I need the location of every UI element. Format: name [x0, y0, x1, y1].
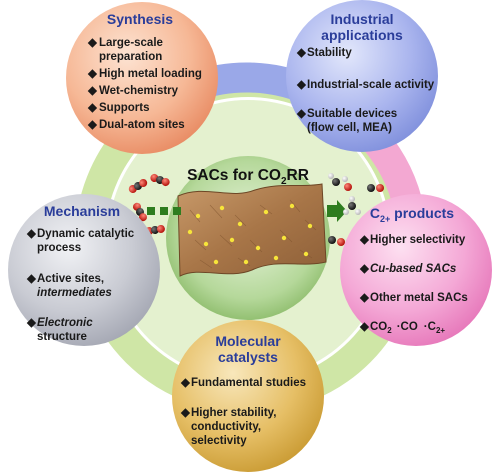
synthesis-item: Dual-atom sites — [99, 119, 185, 131]
molecular-item: selectivity — [191, 435, 247, 447]
mechanism-item: Electronic — [37, 317, 93, 329]
synthesis-item: Large-scale — [99, 37, 163, 49]
co2-molecule-icon — [128, 173, 170, 236]
industrial-title-line1: Industrial — [330, 11, 393, 27]
synthesis-item: Wet-chemistry — [99, 85, 179, 97]
mechanism-title: Mechanism — [44, 203, 120, 219]
mechanism-item: intermediates — [37, 287, 112, 299]
industrial-item: (flow cell, MEA) — [307, 122, 392, 134]
c2-products-bubble: C2+ products ◆Higher selectivity ◆Cu-bas… — [340, 194, 492, 346]
molecular-title-line2: catalysts — [218, 349, 278, 365]
molecular-item: Higher stability, — [191, 407, 276, 419]
c2-item: Cu-based SACs — [370, 263, 456, 275]
diamond-bullet-icon: ◆ — [296, 79, 307, 91]
catalyst-particle-icon — [187, 203, 313, 265]
molecular-bubble: Molecular catalysts ◆Fundamental studies… — [172, 320, 324, 472]
diamond-bullet-icon: ◆ — [359, 263, 370, 275]
catalyst-sheet — [177, 183, 327, 277]
diamond-bullet-icon: ◆ — [87, 85, 98, 97]
industrial-title-line2: applications — [321, 27, 403, 43]
diamond-bullet-icon: ◆ — [359, 234, 370, 246]
industrial-item: Suitable devices — [307, 108, 397, 120]
diamond-bullet-icon: ◆ — [87, 68, 98, 80]
synthesis-item: Supports — [99, 102, 149, 114]
diamond-bullet-icon: ◆ — [26, 273, 37, 285]
diamond-bullet-icon: ◆ — [26, 228, 37, 240]
industrial-item: Stability — [307, 47, 352, 59]
center-title: SACs for CO2RR — [187, 167, 309, 187]
synthesis-title: Synthesis — [107, 11, 173, 27]
diamond-bullet-icon: ◆ — [296, 108, 307, 120]
mechanism-item: Dynamic catalytic — [37, 228, 135, 240]
diamond-bullet-icon: ◆ — [87, 119, 98, 131]
diamond-bullet-icon: ◆ — [296, 47, 307, 59]
diamond-bullet-icon: ◆ — [180, 377, 191, 389]
synthesis-item: High metal loading — [99, 68, 202, 80]
center-hub: SACs for CO2RR — [166, 156, 330, 320]
diamond-bullet-icon: ◆ — [359, 292, 370, 304]
c2-item: Other metal SACs — [370, 292, 468, 304]
diamond-bullet-icon: ◆ — [180, 407, 191, 419]
c2-item: Higher selectivity — [370, 234, 466, 246]
mechanism-item: process — [37, 242, 81, 254]
molecular-title-line1: Molecular — [215, 333, 281, 349]
diamond-bullet-icon: ◆ — [87, 102, 98, 114]
synthesis-item: preparation — [99, 51, 162, 63]
arrow-right-icon — [147, 200, 347, 222]
c2-products-line: CO2·CO·C2+ — [370, 321, 445, 335]
molecular-item: conductivity, — [191, 421, 261, 433]
mechanism-item: Active sites, — [37, 273, 104, 285]
diamond-bullet-icon: ◆ — [87, 37, 98, 49]
industrial-bubble: Industrial applications ◆Stability ◆Indu… — [286, 0, 438, 152]
mechanism-bubble: Mechanism ◆Dynamic catalytic process ◆Ac… — [8, 194, 160, 346]
mechanism-item: structure — [37, 331, 87, 343]
diamond-bullet-icon: ◆ — [359, 321, 370, 333]
industrial-item: Industrial-scale activity — [307, 79, 435, 91]
c2-title: C2+ products — [370, 205, 454, 224]
diamond-bullet-icon: ◆ — [26, 317, 37, 329]
molecular-item: Fundamental studies — [191, 377, 306, 389]
synthesis-bubble: Synthesis ◆Large-scale preparation ◆High… — [66, 2, 218, 154]
